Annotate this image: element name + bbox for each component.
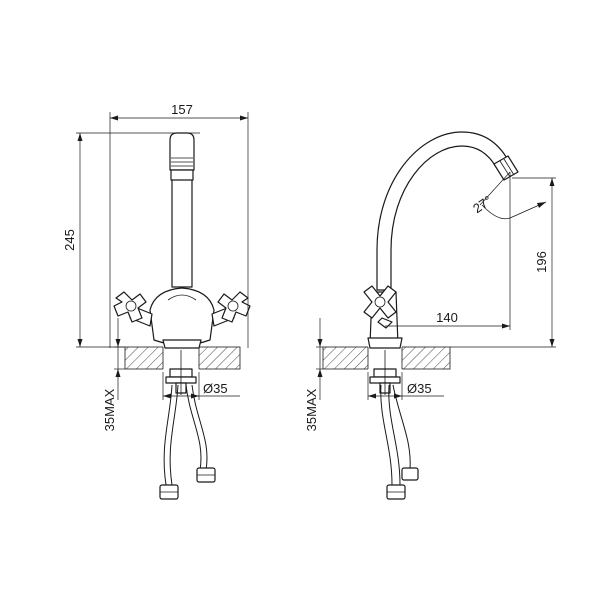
front-thickness-label: 35MAX: [102, 388, 117, 431]
side-diameter-dimension: Ø35: [367, 372, 444, 400]
side-cross-handle: [363, 285, 397, 329]
front-width-label: 157: [171, 102, 193, 117]
front-height-dimension: 245: [62, 132, 200, 348]
side-reach-label: 140: [436, 310, 458, 325]
front-left-handle: [113, 291, 153, 327]
side-angle-label: 27°: [470, 193, 495, 217]
side-angle-dimension: 27°: [470, 171, 547, 222]
front-diameter-label: Ø35: [203, 381, 228, 396]
side-mounting-hardware: [369, 350, 401, 395]
side-spout: [376, 131, 519, 291]
side-thickness-label: 35MAX: [304, 388, 319, 431]
front-width-dimension: 157: [109, 102, 249, 348]
front-diameter-dimension: Ø35: [162, 372, 240, 400]
side-diameter-label: Ø35: [407, 381, 432, 396]
front-thickness-dimension: 35MAX: [102, 318, 125, 431]
side-view: 27° 196 140 Ø35: [304, 131, 556, 500]
front-hoses: [159, 384, 216, 500]
side-height-label: 196: [534, 251, 549, 273]
front-view: 157 245 Ø35 35MAX: [62, 102, 251, 500]
front-body: [149, 287, 215, 349]
front-right-handle: [211, 291, 251, 327]
front-mounting-hardware: [165, 350, 197, 395]
side-hose: [380, 384, 419, 500]
front-spout: [169, 132, 195, 288]
side-thickness-dimension: 35MAX: [304, 318, 323, 431]
side-reach-dimension: 140: [385, 222, 511, 330]
front-height-label: 245: [62, 229, 77, 251]
side-height-dimension: 196: [450, 177, 556, 348]
